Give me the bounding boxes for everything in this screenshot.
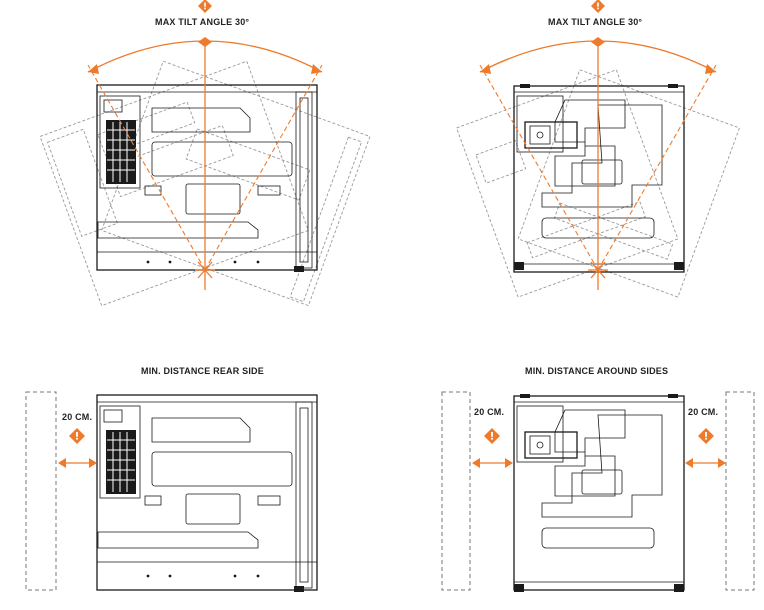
warning-diamond-icon [591, 0, 605, 13]
tilt-rear-title: MAX TILT ANGLE 30° [155, 17, 250, 27]
tilt-rear-diagram [39, 0, 371, 307]
tilt-angle-indicator [479, 37, 717, 290]
rear-distance-panel: MIN. DISTANCE REAR SIDE 20 CM. [0, 340, 400, 610]
heatsink-fins [106, 120, 136, 184]
side-distance-diagram [441, 391, 755, 592]
wall-right [725, 391, 755, 591]
warning-diamond-icon [484, 428, 500, 444]
warning-diamond-icon [69, 428, 85, 444]
wall-left [441, 391, 471, 591]
tilt-side-diagram [455, 0, 741, 298]
warning-diamond-icon [698, 428, 714, 444]
heatsink-fins [106, 430, 136, 494]
side-distance-value-left: 20 CM. [474, 407, 505, 417]
side-distance-title: MIN. DISTANCE AROUND SIDES [525, 366, 669, 376]
unit-rear-view [96, 394, 318, 592]
double-arrow-icon-right [685, 458, 726, 468]
unit-rear-view [96, 84, 318, 272]
double-arrow-icon [58, 458, 97, 468]
unit-side-view [513, 84, 685, 273]
ghost-unit-left [39, 60, 309, 307]
ghost-unit-right [101, 60, 371, 307]
side-distance-value-right: 20 CM. [688, 407, 719, 417]
rear-distance-title: MIN. DISTANCE REAR SIDE [141, 366, 264, 376]
unit-side-view [513, 394, 685, 592]
warning-diamond-icon [198, 0, 212, 13]
wall [25, 391, 57, 591]
tilt-panel-side: MAX TILT ANGLE 30° [400, 0, 764, 340]
double-arrow-icon-left [472, 458, 513, 468]
tilt-angle-indicator [87, 37, 323, 290]
ghost-unit-left [455, 69, 679, 298]
tilt-side-title: MAX TILT ANGLE 30° [548, 17, 643, 27]
rear-distance-value: 20 CM. [62, 412, 93, 422]
side-distance-panel: MIN. DISTANCE AROUND SIDES 20 CM. 20 CM. [400, 340, 764, 610]
tilt-panel-rear: MAX TILT ANGLE 30° [0, 0, 400, 340]
rear-distance-diagram [25, 391, 318, 592]
